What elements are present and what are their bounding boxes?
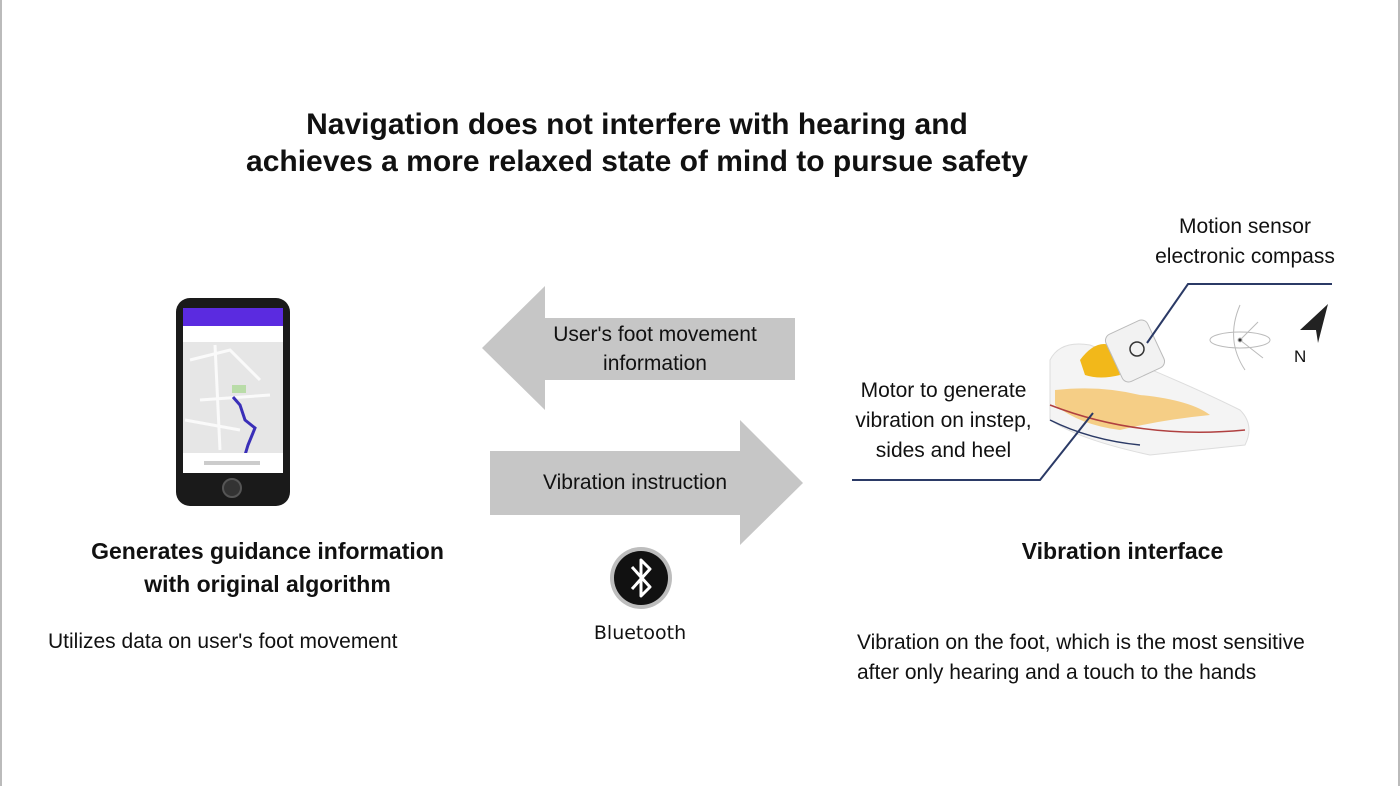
arrow-left-label: User's foot movement information	[530, 320, 780, 378]
motor-label: Motor to generate vibration on instep, s…	[836, 376, 1051, 466]
motor-label-line-2: vibration on instep,	[855, 409, 1032, 432]
right-description: Vibration on the foot, which is the most…	[857, 628, 1305, 688]
motor-label-line-1: Motor to generate	[860, 379, 1027, 402]
motor-label-line-3: sides and heel	[875, 439, 1012, 462]
title-line-2: achieves a more relaxed state of mind to…	[246, 145, 1028, 178]
bluetooth-label: Bluetooth	[593, 622, 687, 644]
left-heading-line-1: Generates guidance information	[91, 538, 444, 564]
arrow-left-label-line-1: User's foot movement	[553, 323, 757, 346]
bluetooth-icon	[610, 547, 672, 609]
sensor-label-line-2: electronic compass	[1155, 245, 1335, 268]
left-heading-line-2: with original algorithm	[144, 571, 391, 597]
slide-title: Navigation does not interfere with heari…	[0, 106, 1274, 180]
motor-leader-line	[852, 412, 1094, 481]
arrow-right-label: Vibration instruction	[542, 471, 728, 494]
arrow-right	[490, 420, 803, 545]
sensor-label: Motion sensor electronic compass	[1130, 212, 1360, 272]
right-description-line-1: Vibration on the foot, which is the most…	[857, 631, 1305, 654]
sensor-leader-line	[1146, 283, 1332, 344]
arrow-left-label-line-2: information	[603, 352, 707, 375]
sensor-label-line-1: Motion sensor	[1179, 215, 1311, 238]
smartphone-image	[176, 298, 290, 506]
shoe-image	[1049, 319, 1250, 456]
compass-north-label: N	[1294, 347, 1307, 366]
right-description-line-2: after only hearing and a touch to the ha…	[857, 661, 1257, 684]
motion-sensor-axes-icon	[1209, 304, 1271, 371]
right-heading: Vibration interface	[1021, 538, 1224, 564]
left-description: Utilizes data on user's foot movement	[48, 630, 398, 653]
compass-arrow-icon	[1300, 304, 1328, 343]
arrow-left	[482, 286, 795, 410]
title-line-1: Navigation does not interfere with heari…	[306, 108, 968, 141]
left-heading: Generates guidance information with orig…	[40, 535, 495, 601]
